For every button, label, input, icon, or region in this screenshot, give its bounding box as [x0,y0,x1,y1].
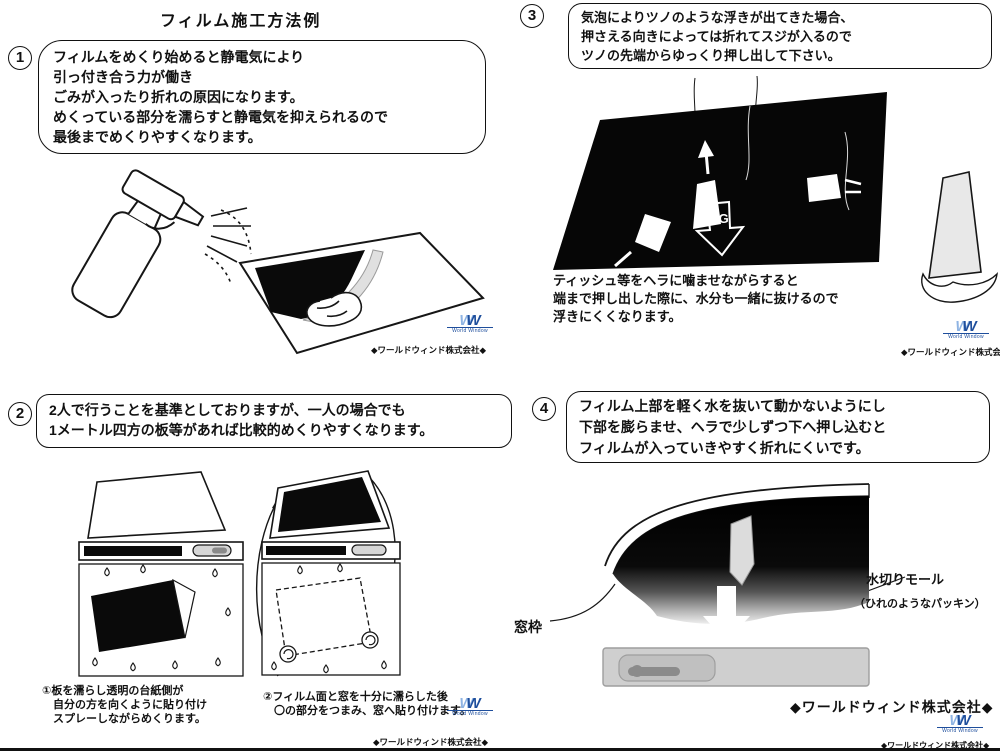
step-1-instructions: フィルムをめくり始めると静電気により 引っ付き合う力が働き ごみが入ったり折れの… [38,40,486,154]
caption-line: 〇の部分をつまみ、窓へ貼り付けます。 [263,705,471,717]
diagram-1-caption: ①板を濡らし透明の台紙側が 自分の方を向くように貼り付け スプレーしながらめくり… [42,684,207,726]
film-sheet [238,231,485,355]
bubble-push-illustration: NG [553,76,998,303]
instruction-line: 押さえる向きによっては折れてスジが入るので [581,29,852,44]
instruction-line: 最後までめくりやすくなります。 [53,129,262,145]
logo-ww-mark: WW [459,695,481,712]
leader-lines [549,576,906,622]
instruction-line: ツノの先端からゆっくり押し出して下さい。 [581,48,841,63]
logo-subtitle: World Window [447,327,493,334]
instruction-line: 引っ付き合う力が働き [53,69,193,85]
world-window-logo: WW World Window [447,312,493,334]
squeegee-right-icon [807,174,862,202]
logo-ww-mark: WW [459,312,481,329]
step-4-number: 4 [532,397,556,421]
caption-line: 自分の方を向くように貼り付け [42,699,207,711]
down-arrow-icon [703,586,750,642]
step-3-note: ティッシュ等をヘラに噛ませながらすると 端まで押し出した際に、水分も一緒に抜ける… [553,272,839,326]
instruction-line: めくっている部分を濡らすと静電気を抑えられるので [53,109,389,125]
film-white-lines [745,105,850,211]
logo-subtitle: World Window [447,710,493,717]
window-frame-label: 窓枠 [514,619,542,635]
step-2-instructions: 2人で行うことを基準としておりますが、一人の場合でも 1メートル四方の板等があれ… [36,394,512,448]
company-name: ◆ワールドウィンド株式会社◆ [901,347,1000,357]
instruction-line: フィルム上部を軽く水を抜いて動かないようにし [579,398,886,414]
logo-ww-mark: WW [949,712,971,729]
hand-icon [306,291,363,327]
molding-sublabel: （ひれのようなパッキン） [854,598,986,610]
page-title: フィルム施工方法例 [160,13,322,30]
door-film-diagram-2 [255,470,401,677]
world-window-logo: WW World Window [937,712,983,734]
instruction-line: フィルムが入っていきやすく折れにくいです。 [579,440,870,456]
logo-subtitle: World Window [943,333,989,340]
squeegee-left-icon [614,214,671,268]
window-glass [87,471,227,539]
tissue-squeegee-icon [921,171,998,303]
instruction-line: 下部を膨らませ、ヘラで少しずつ下へ押し込むと [579,419,887,435]
step-3-number: 3 [520,4,544,28]
film-corner [729,515,755,586]
spray-peel-illustration [71,169,485,355]
logo-ww-mark: WW [955,318,977,335]
world-window-logo: WW World Window [943,318,989,340]
window-film-black [278,477,381,532]
company-name: ◆ワールドウィンド株式会社◆ [371,345,487,355]
bottom-rule [0,748,1000,751]
step-4-instructions: フィルム上部を軽く水を抜いて動かないようにし 下部を膨らませ、ヘラで少しずつ下へ… [566,391,990,463]
door-insert-illustration [549,483,906,687]
rail-black-strip [266,546,346,555]
company-name: ◆ワールドウィンド株式会社◆ [881,741,990,750]
ng-label: NG [709,211,729,226]
note-line: 端まで押し出した際に、水分も一緒に抜けるので [553,291,839,306]
rail-black-strip [84,546,182,556]
note-line: 浮きにくくなります。 [553,309,682,324]
instruction-line: ごみが入ったり折れの原因になります。 [53,89,304,105]
door-handle-icon [351,544,387,556]
caption-line: ①板を濡らし透明の台紙側が [42,685,184,697]
molding-label: 水切りモール [866,572,945,587]
instruction-line: フィルムをめくり始めると静電気により [53,49,305,65]
ng-arrow: NG [694,200,746,257]
world-window-logo: WW World Window [447,695,493,717]
note-line: ティッシュ等をヘラに噛ませながらすると [553,273,799,288]
pinch-point-circles [279,631,379,663]
company-name: ◆ワールドウィンド株式会社◆ [373,737,489,747]
spray-lines [204,207,252,285]
door-film-diagram-1 [78,471,244,677]
instruction-line: 1メートル四方の板等があれば比較的めくりやすくなります。 [49,422,434,438]
diagram-2-caption: ②フィルム面と窓を十分に濡らした後 〇の部分をつまみ、窓へ貼り付けます。 [263,690,471,718]
caption-line: ②フィルム面と窓を十分に濡らした後 [263,691,448,703]
caption-line: スプレーしながらめくります。 [42,713,206,725]
film-outline-dashed [275,577,373,657]
door-body [602,647,870,687]
window-film-black [553,92,887,270]
step-1-number: 1 [8,46,32,70]
instruction-line: 2人で行うことを基準としておりますが、一人の場合でも [49,402,406,418]
instruction-line: 気泡によりツノのような浮きが出てきた場合、 [581,10,854,25]
spray-bottle-icon [71,169,205,319]
step-2-number: 2 [8,402,32,426]
film-on-backing [91,578,196,652]
logo-subtitle: World Window [937,727,983,734]
step-3-instructions: 気泡によりツノのような浮きが出てきた場合、 押さえる向きによっては折れてスジが入… [568,3,992,69]
company-name-large: ◆ワールドウィンド株式会社◆ [790,699,994,715]
